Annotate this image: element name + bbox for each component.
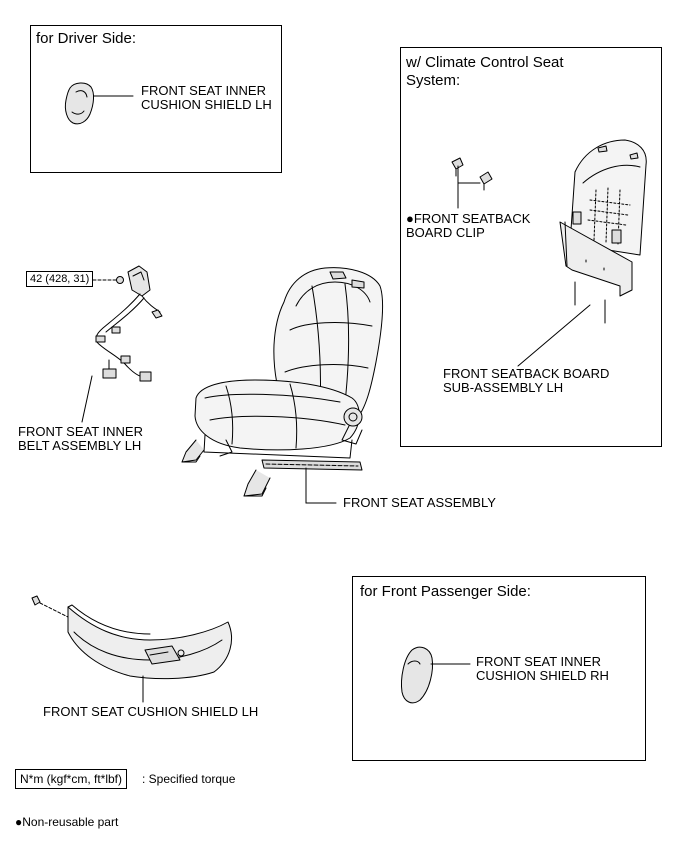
front-seat-assembly-drawing	[181, 267, 384, 504]
legend-non-reusable: ●Non-reusable part	[15, 815, 119, 829]
torque-value-box: 42 (428, 31)	[26, 271, 94, 287]
inner-belt-assembly-drawing	[81, 265, 163, 423]
legend-torque-desc: : Specified torque	[142, 772, 236, 786]
passenger-side-title: for Front Passenger Side:	[360, 583, 531, 600]
driver-side-title: for Driver Side:	[36, 30, 137, 47]
passenger-side-frame	[352, 576, 646, 761]
inner-belt-assembly-label: FRONT SEAT INNER BELT ASSEMBLY LH	[18, 424, 143, 453]
front-seat-assembly-label: FRONT SEAT ASSEMBLY	[343, 495, 496, 510]
torque-leader	[92, 276, 124, 284]
seatback-board-clip-drawing	[451, 157, 493, 209]
inner-cushion-shield-lh-drawing	[64, 82, 134, 125]
seatback-board-label: FRONT SEATBACK BOARD SUB-ASSEMBLY LH	[443, 366, 610, 395]
climate-control-title: w/ Climate Control Seat System:	[406, 54, 564, 89]
legend-torque-units: N*m (kgf*cm, ft*lbf)	[15, 769, 128, 789]
seatback-board-clip-label: ●FRONT SEATBACK BOARD CLIP	[406, 211, 531, 240]
cushion-shield-lh-drawing	[31, 595, 232, 703]
inner-cushion-shield-lh-label: FRONT SEAT INNER CUSHION SHIELD LH	[141, 83, 272, 112]
cushion-shield-lh-label: FRONT SEAT CUSHION SHIELD LH	[43, 704, 259, 719]
inner-cushion-shield-rh-drawing	[401, 646, 471, 704]
inner-cushion-shield-rh-label: FRONT SEAT INNER CUSHION SHIELD RH	[476, 654, 609, 683]
seatback-board-drawing	[517, 139, 647, 367]
